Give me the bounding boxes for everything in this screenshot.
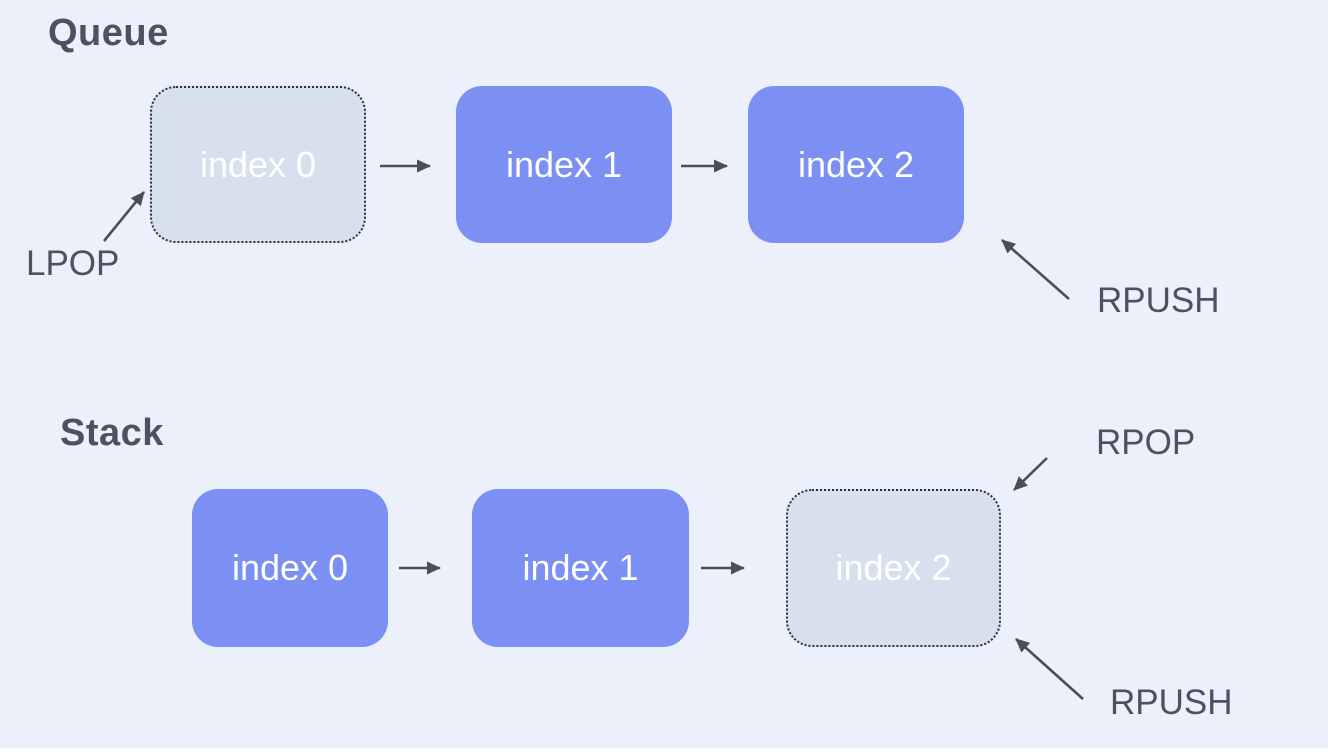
stack-node-index-2: index 2: [786, 489, 1001, 647]
queue-rpush-label: RPUSH: [1097, 281, 1220, 320]
stack-node-label-0: index 0: [231, 547, 349, 588]
queue-node-label-0: index 0: [199, 143, 317, 185]
queue-node-label-1: index 1: [505, 143, 623, 185]
queue-node-index-0: index 0: [150, 86, 366, 243]
bottom-edge-strip: [0, 748, 1328, 754]
stack-node-label-1: index 1: [522, 547, 639, 588]
stack-title: Stack: [60, 412, 164, 454]
queue-title: Queue: [48, 12, 169, 54]
queue-lpop-label: LPOP: [26, 244, 120, 283]
queue-lpop-arrow: [102, 191, 146, 242]
queue-node-index-2: index 2: [748, 86, 964, 243]
stack-rpush-arrow: [1015, 638, 1084, 700]
stack-node-index-0: index 0: [192, 489, 388, 647]
stack-node-index-1: index 1: [472, 489, 689, 647]
stack-rpop-label: RPOP: [1096, 423, 1196, 462]
queue-rpush-arrow: [1001, 239, 1070, 300]
queue-node-label-2: index 2: [797, 143, 915, 185]
stack-rpop-arrow: [1013, 457, 1048, 491]
stack-rpush-label: RPUSH: [1110, 683, 1233, 722]
stack-node-label-2: index 2: [835, 547, 952, 588]
queue-node-index-1: index 1: [456, 86, 672, 243]
